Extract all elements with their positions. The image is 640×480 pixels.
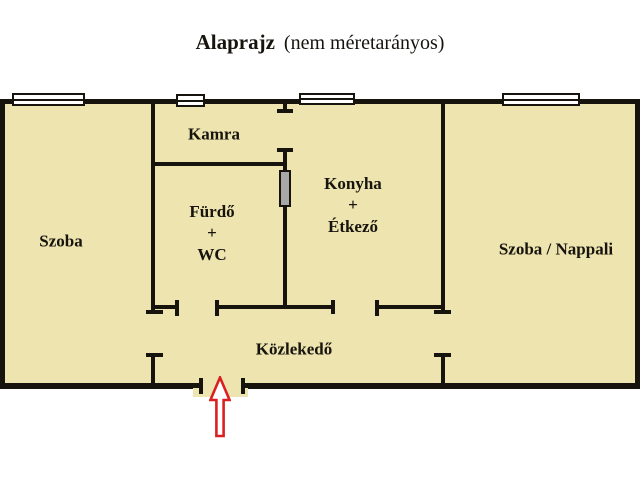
- wall-nappali-lower: [441, 356, 445, 383]
- furdo-line1: Fürdő: [189, 202, 235, 222]
- wall-hall-segment-1: [151, 305, 177, 309]
- floor-area: [0, 99, 640, 389]
- szoba-door-jamb-top: [146, 310, 163, 314]
- wall-hall-segment-3: [377, 305, 443, 309]
- room-label-kamra: Kamra: [188, 124, 240, 144]
- page-title-main: Alaprajz: [195, 30, 275, 54]
- wall-szoba-upper: [151, 104, 155, 312]
- wall-outer-bottom-right: [243, 383, 640, 389]
- wall-furdo-konyha: [283, 151, 287, 307]
- window-icon-konyha: [299, 93, 355, 105]
- entrance-door-jamb-right: [241, 378, 245, 394]
- wall-outer-right: [635, 99, 640, 389]
- page-title-note: (nem méretarányos): [283, 32, 445, 54]
- room-label-konyha-etkezo: Konyha + Étkező: [324, 173, 382, 237]
- wall-outer-bottom-left: [0, 383, 202, 389]
- entrance-up-arrow-icon: [209, 376, 231, 438]
- konyha-line1: Konyha: [324, 174, 382, 194]
- szoba-door-jamb-bottom: [146, 353, 163, 357]
- kamra-door-jamb-top: [277, 109, 293, 113]
- konyha-line2: +: [348, 195, 358, 215]
- wall-szoba-lower: [151, 356, 155, 383]
- nappali-door-jamb-top: [434, 310, 451, 314]
- furdo-line2: +: [207, 223, 217, 243]
- interior-window-icon: [279, 170, 291, 207]
- room-label-szoba: Szoba: [39, 231, 83, 251]
- wall-kamra-stub: [283, 104, 287, 110]
- room-label-furdo-wc: Fürdő + WC: [189, 201, 234, 265]
- entrance-door-jamb-left: [199, 378, 203, 394]
- wall-hall-segment-2: [217, 305, 333, 309]
- konyha-door-jamb-left: [331, 300, 335, 314]
- furdo-door-jamb-left: [175, 300, 179, 316]
- room-label-nappali: Szoba / Nappali: [498, 239, 614, 259]
- page-title: Alaprajz (nem méretarányos): [196, 30, 445, 55]
- wall-kamra-furdo: [151, 162, 287, 166]
- window-icon-nappali: [502, 93, 580, 106]
- room-label-kozlekedo: Közlekedő: [255, 339, 333, 359]
- kamra-door-jamb-bottom: [277, 148, 293, 152]
- window-icon-kamra: [176, 94, 205, 107]
- window-icon-szoba: [12, 93, 85, 106]
- wall-konyha-nappali-upper: [441, 104, 445, 312]
- furdo-line3: WC: [197, 244, 227, 264]
- konyha-line3: Étkező: [327, 216, 379, 236]
- nappali-door-jamb-bottom: [434, 353, 451, 357]
- wall-outer-left: [0, 99, 5, 389]
